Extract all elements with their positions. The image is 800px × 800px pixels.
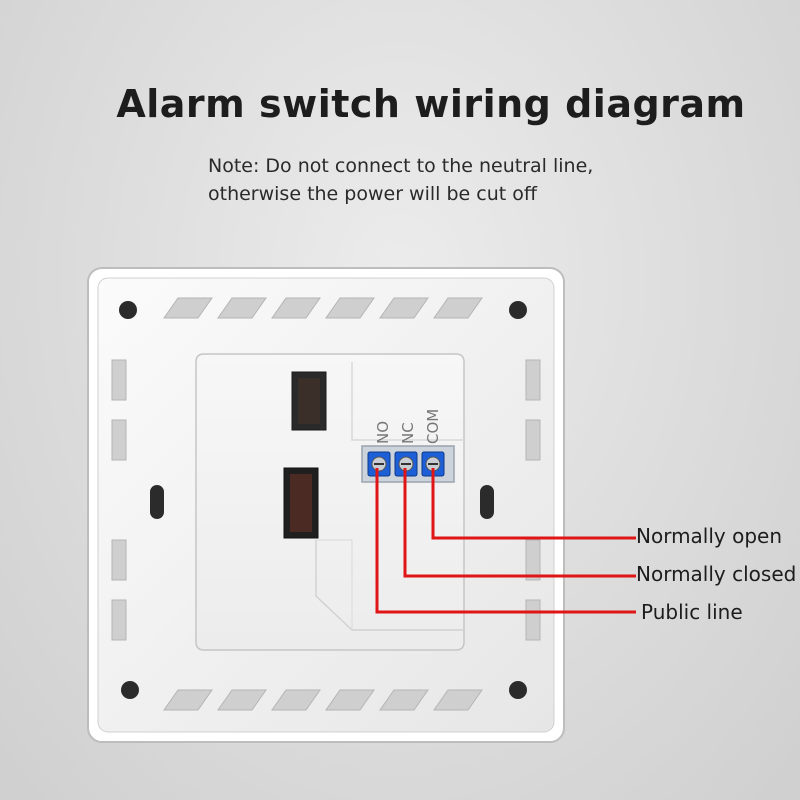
plate-ribs [111,297,541,711]
terminal-label-com: COM [424,409,442,444]
terminal-block [361,445,455,483]
callout-public-line: Public line [641,600,743,624]
switch-module [195,353,465,651]
diagram-title: Alarm switch wiring diagram [116,82,746,126]
mount-slot-left [150,485,164,519]
mount-slot-right [480,485,494,519]
screw-hole-top-left [119,301,137,319]
wiring-note: Note: Do not connect to the neutral line… [208,152,593,208]
terminal-label-nc: NC [399,422,417,444]
callout-normally-open: Normally open [636,524,783,548]
screw-hole-bottom-right [509,681,527,699]
wire-public-line [375,468,636,614]
terminal-label-no: NO [374,421,392,444]
screw-hole-bottom-left [121,681,139,699]
wire-normally-closed [403,468,636,578]
screw-hole-top-right [509,301,527,319]
wire-normally-open [431,468,636,540]
wiring-lines [375,468,636,614]
screw-holes [119,301,527,699]
note-line-2: otherwise the power will be cut off [208,183,537,205]
note-line-1: Note: Do not connect to the neutral line… [208,155,594,177]
callout-normally-closed: Normally closed [636,562,797,586]
